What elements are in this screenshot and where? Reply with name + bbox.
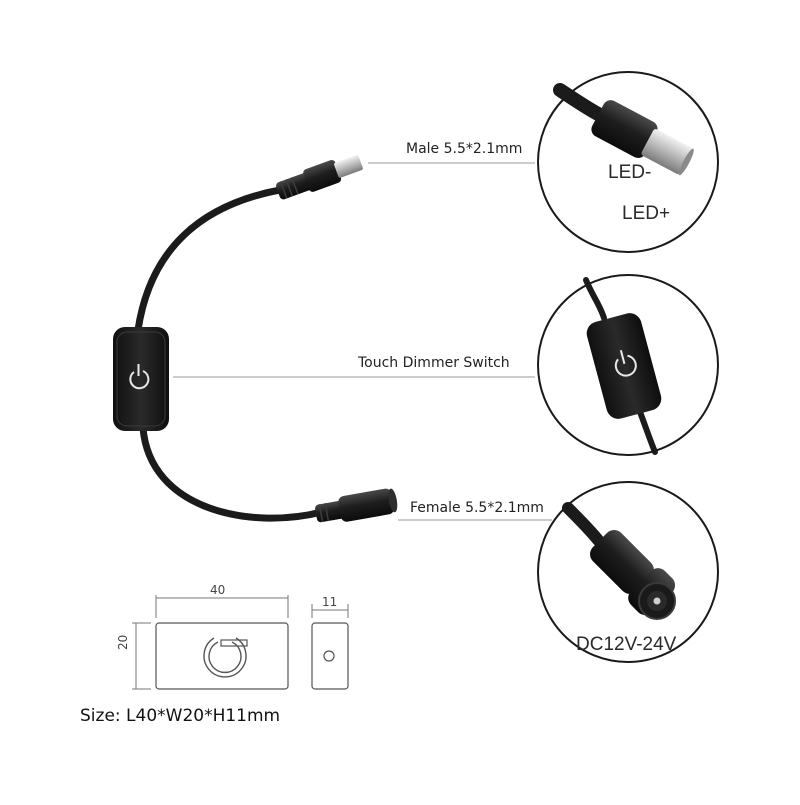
female-connector-label: Female 5.5*2.1mm bbox=[410, 500, 544, 516]
female-plug bbox=[315, 488, 398, 523]
voltage-label: DC12V-24V bbox=[576, 634, 677, 655]
male-plug bbox=[276, 154, 363, 200]
lower-cable bbox=[139, 424, 326, 522]
length-dimension: 40 bbox=[210, 583, 226, 597]
height-dimension: 20 bbox=[116, 634, 130, 650]
switch-inset bbox=[537, 274, 719, 456]
switch-box bbox=[113, 327, 169, 431]
switch-label: Touch Dimmer Switch bbox=[358, 355, 510, 371]
dimension-drawing-front bbox=[132, 595, 289, 690]
width-dimension: 11 bbox=[322, 595, 338, 609]
dimension-drawing-side bbox=[311, 604, 349, 690]
upper-cable bbox=[134, 186, 284, 334]
female-connector-inset bbox=[537, 481, 719, 663]
male-connector-label: Male 5.5*2.1mm bbox=[406, 141, 523, 157]
led-plus-label: LED+ bbox=[622, 203, 671, 224]
power-icon bbox=[129, 364, 150, 390]
power-icon bbox=[614, 354, 637, 377]
led-minus-label: LED- bbox=[608, 162, 652, 183]
power-icon bbox=[203, 637, 248, 678]
male-connector-inset bbox=[537, 71, 719, 253]
size-caption: Size: L40*W20*H11mm bbox=[80, 706, 281, 726]
